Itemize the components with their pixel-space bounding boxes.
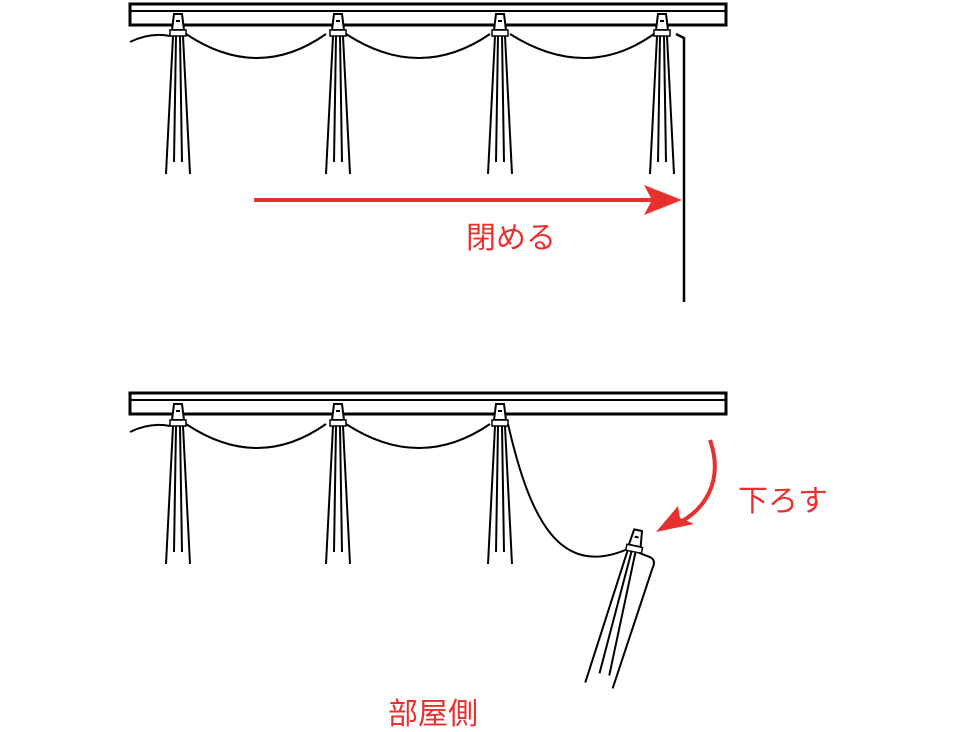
top-panel <box>128 2 728 302</box>
room-side-label: 部屋側 <box>388 697 478 732</box>
curtain-rail-top <box>128 2 728 27</box>
hook-released <box>584 527 655 689</box>
lower-arrowhead-icon <box>656 506 694 532</box>
hook-top-1 <box>165 13 191 175</box>
close-label: 閉める <box>466 221 556 256</box>
lower-label: 下ろす <box>738 484 828 519</box>
curtain-swags-top <box>129 33 655 59</box>
hook-bottom-2 <box>325 403 351 565</box>
curtain-edge-line <box>675 32 686 302</box>
close-arrowhead-icon <box>644 185 682 215</box>
hook-top-2 <box>325 13 351 175</box>
hook-top-3 <box>487 13 513 175</box>
bottom-panel <box>128 391 728 689</box>
curtain-droop-line <box>507 423 631 558</box>
curtain-rail-bottom <box>128 391 728 416</box>
hook-bottom-1 <box>165 403 191 565</box>
hook-top-4 <box>649 13 675 175</box>
curtain-swags-bottom <box>129 423 491 449</box>
